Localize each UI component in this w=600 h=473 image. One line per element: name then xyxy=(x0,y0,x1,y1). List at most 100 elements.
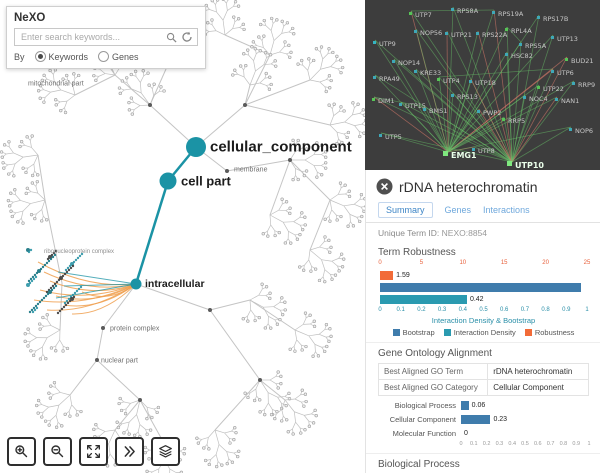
network-node-UTP6[interactable]: UTP6 xyxy=(557,69,574,77)
layers-button[interactable] xyxy=(151,437,180,466)
network-node-RRP9[interactable]: RRP9 xyxy=(578,81,595,89)
interaction-network-svg[interactable]: UTP7 RPS8A RPS19A RPS17B UTP9 NOP56 UTP21 RPS22… xyxy=(365,0,600,170)
search-mode-label: By xyxy=(14,51,25,62)
tree-node-label-cell-part[interactable]: cell part xyxy=(181,173,231,189)
legend-interaction-density: Interaction Density xyxy=(443,328,516,337)
network-node-EMG1[interactable]: EMG1 xyxy=(451,151,477,160)
tree-node-cellular-component[interactable] xyxy=(186,137,206,157)
reset-icon[interactable] xyxy=(181,31,193,43)
tree-node-label-ribonucleoprotein-complex[interactable]: ribonucleoprotein complex xyxy=(44,249,115,255)
details-tabs: Summary Genes Interactions xyxy=(366,199,600,223)
search-icon[interactable] xyxy=(166,32,177,43)
search-panel: NeXO By Keywords Genes xyxy=(6,6,206,69)
network-node-NOP14[interactable]: NOP14 xyxy=(398,59,420,67)
network-node-DIM1[interactable]: DIM1 xyxy=(378,97,395,105)
ontology-tree-svg[interactable] xyxy=(0,0,365,473)
network-node-UTP10[interactable]: UTP10 xyxy=(515,161,544,170)
close-icon[interactable] xyxy=(376,178,393,195)
network-node-UTP15[interactable]: UTP15 xyxy=(405,102,426,110)
network-node-BMS1[interactable]: BMS1 xyxy=(429,107,447,115)
legend-robustness: Robustness xyxy=(524,328,574,337)
network-node-BUD21[interactable]: BUD21 xyxy=(571,57,594,65)
fit-to-screen-button[interactable] xyxy=(79,437,108,466)
network-node-UTP18[interactable]: UTP18 xyxy=(475,79,496,87)
network-node-UTP8[interactable]: UTP8 xyxy=(478,147,495,155)
app-title: NeXO xyxy=(14,12,46,24)
zoom-out-icon xyxy=(51,445,64,458)
network-node-RPS5A[interactable]: RPS5A xyxy=(525,42,547,50)
radio-icon[interactable] xyxy=(98,51,110,62)
network-node-RPL4A[interactable]: RPL4A xyxy=(511,27,532,35)
unique-term-id-label: Unique Term ID: xyxy=(378,228,440,238)
network-node-KRE33[interactable]: KRE33 xyxy=(420,69,441,77)
expand-tree-icon xyxy=(124,446,135,457)
network-node-RPS8A[interactable]: RPS8A xyxy=(457,7,479,15)
robustness-bar-robustness: 1.59 xyxy=(380,271,587,280)
layers-icon xyxy=(159,445,172,458)
network-node-RPA49[interactable]: RPA49 xyxy=(379,75,400,83)
network-node-NOP6[interactable]: NOP6 xyxy=(575,127,593,135)
search-input-wrap xyxy=(14,28,198,46)
tree-node-label-protein-complex[interactable]: protein complex xyxy=(110,325,160,333)
ontology-tree-canvas[interactable]: cellular_component cell part intracellul… xyxy=(0,0,365,473)
term-title: rDNA heterochromatin xyxy=(399,178,538,195)
zoom-toolbar xyxy=(7,437,187,466)
tree-node-label-intracellular[interactable]: intracellular xyxy=(145,278,205,290)
network-node-PWP2[interactable]: PWP2 xyxy=(483,109,501,117)
zoom-in-icon xyxy=(15,445,28,458)
network-node-UTP7[interactable]: UTP7 xyxy=(415,11,432,19)
zoom-in-button[interactable] xyxy=(7,437,36,466)
legend-bootstrap: Bootstrap xyxy=(392,328,435,337)
zoom-out-button[interactable] xyxy=(43,437,72,466)
robustness-bar-interaction-density: 0.42 xyxy=(380,295,587,304)
expand-tree-button[interactable] xyxy=(115,437,144,466)
tree-node-label-mitochondrial-part[interactable]: mitochondrial part xyxy=(28,80,84,88)
tree-node-label-nuclear-part[interactable]: nuclear part xyxy=(101,357,138,365)
search-mode-options: Keywords Genes xyxy=(34,51,139,62)
tree-node-label-membrane[interactable]: membrane xyxy=(234,166,268,174)
search-mode-genes[interactable]: Genes xyxy=(98,51,139,62)
details-header: rDNA heterochromatin xyxy=(366,170,600,199)
robustness-xaxis-title: Interaction Density & Bootstrap xyxy=(431,316,536,325)
network-node-RPS22A[interactable]: RPS22A xyxy=(482,31,508,39)
tab-summary[interactable]: Summary xyxy=(378,202,433,218)
network-node-UTP9[interactable]: UTP9 xyxy=(379,40,396,48)
section-term-robustness: Term Robustness xyxy=(378,247,456,258)
unique-term-id: Unique Term ID: NEXO:8854 xyxy=(366,223,600,242)
tree-node-intracellular[interactable] xyxy=(130,278,142,290)
fit-to-screen-icon xyxy=(87,445,100,458)
network-node-RPS19A[interactable]: RPS19A xyxy=(498,10,524,18)
network-node-NAN1[interactable]: NAN1 xyxy=(561,97,579,105)
tab-genes[interactable]: Genes xyxy=(444,205,472,215)
network-node-UTP4[interactable]: UTP4 xyxy=(443,77,460,85)
robustness-bar-bootstrap xyxy=(380,283,587,292)
tree-node-cell-part[interactable] xyxy=(159,172,177,190)
tab-interactions[interactable]: Interactions xyxy=(483,205,530,215)
network-node-UTP21[interactable]: UTP21 xyxy=(451,31,472,39)
network-node-UTP13[interactable]: UTP13 xyxy=(557,35,578,43)
network-node-HSC82[interactable]: HSC82 xyxy=(511,52,533,60)
network-node-NOP56[interactable]: NOP56 xyxy=(420,29,442,37)
network-node-RRP5[interactable]: RRP5 xyxy=(508,117,525,125)
robustness-legend: Bootstrap Interaction Density Robustness xyxy=(366,328,600,337)
search-input[interactable] xyxy=(19,31,162,43)
tree-node-label-cellular-component[interactable]: cellular_component xyxy=(210,138,352,156)
network-node-UTP5[interactable]: UTP5 xyxy=(385,133,402,141)
network-node-NOC4[interactable]: NOC4 xyxy=(529,95,548,103)
radio-icon[interactable] xyxy=(34,51,46,62)
network-node-RPS13[interactable]: RPS13 xyxy=(457,93,478,101)
interaction-network-panel[interactable]: UTP7 RPS8A RPS19A RPS17B UTP9 NOP56 UTP21 RPS22… xyxy=(365,0,600,170)
search-mode-keywords[interactable]: Keywords xyxy=(34,51,88,62)
network-node-RPS17B[interactable]: RPS17B xyxy=(543,15,568,23)
network-node-UTP22[interactable]: UTP22 xyxy=(543,85,564,93)
